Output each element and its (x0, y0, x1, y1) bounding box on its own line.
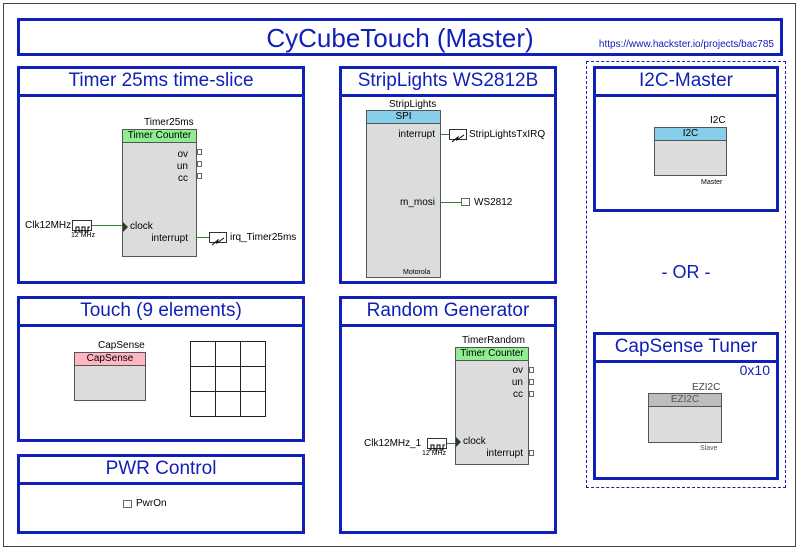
timer-clock-freq: 12 MHz (71, 232, 96, 239)
spi-pin-interrupt: interrupt (398, 129, 435, 140)
random-clock-wire (447, 443, 455, 444)
i2c-footer: Master (701, 179, 723, 186)
touch-cell (190, 341, 216, 367)
interrupt-icon[interactable] (209, 232, 227, 246)
spi-component[interactable]: SPI interrupt m_mosi Motorola (366, 110, 441, 278)
touch-cell (215, 341, 241, 367)
tuner-section-title: CapSense Tuner (596, 335, 776, 363)
strip-irq-wire (441, 134, 449, 135)
timer-pin-un: un (176, 161, 188, 172)
optional-group (586, 61, 786, 488)
random-cc-terminal[interactable] (529, 391, 534, 397)
capsense-component[interactable]: CapSense (74, 352, 146, 401)
page-title: CyCubeTouch (Master) (266, 23, 534, 53)
i2c-component-header: I2C (655, 128, 726, 141)
i2c-instance-name: I2C (710, 115, 726, 126)
timer-component-header: Timer Counter (123, 130, 196, 143)
timer-irq-wire (197, 237, 209, 238)
timer-section: Timer 25ms time-slice Timer25ms Timer Co… (17, 66, 305, 284)
clock-source-icon[interactable] (427, 438, 447, 451)
ezi2c-component[interactable]: EZI2C (648, 393, 722, 443)
i2c-section-title: I2C-Master (596, 69, 776, 97)
timer-pin-clock: clock (130, 221, 153, 232)
random-instance-name: TimerRandom (462, 335, 525, 346)
spi-component-header: SPI (367, 111, 440, 124)
timer-ov-terminal[interactable] (197, 149, 202, 155)
touch-cell (240, 366, 266, 392)
touch-section: Touch (9 elements) CapSense CapSense (17, 296, 305, 442)
random-pin-clock: clock (463, 436, 486, 447)
or-separator: - OR - (661, 262, 711, 282)
pwr-section-title: PWR Control (20, 457, 302, 485)
timer-section-title: Timer 25ms time-slice (20, 69, 302, 97)
tuner-address: 0x10 (739, 362, 770, 378)
random-section-title: Random Generator (342, 299, 554, 327)
pwr-pin-name: PwrOn (136, 498, 167, 509)
timer-pin-interrupt: interrupt (151, 233, 188, 244)
i2c-component[interactable]: I2C (654, 127, 727, 176)
tuner-footer: Slave (700, 445, 718, 452)
touch-cell (215, 366, 241, 392)
pin-icon[interactable] (123, 500, 132, 508)
ezi2c-component-header: EZI2C (649, 394, 721, 407)
timer-pin-ov: ov (177, 149, 188, 160)
i2c-section: I2C-Master I2C I2C Master (593, 66, 779, 212)
touch-cell (190, 366, 216, 392)
timer-cc-terminal[interactable] (197, 173, 202, 179)
random-clock-freq: 12 MHz (422, 450, 447, 457)
touch-cell (240, 341, 266, 367)
timer-clock-name: Clk12MHz (25, 220, 72, 231)
touch-matrix (190, 341, 266, 417)
random-component-header: Timer Counter (456, 348, 528, 361)
header-banner: CyCubeTouch (Master) https://www.hackste… (17, 18, 783, 56)
timer-pin-cc: cc (178, 173, 188, 184)
random-pin-interrupt: interrupt (486, 448, 523, 459)
timer-instance-name: Timer25ms (144, 117, 194, 128)
pwr-section: PWR Control PwrOn (17, 454, 305, 534)
timer-un-terminal[interactable] (197, 161, 202, 167)
timer-clock-wire (92, 225, 122, 226)
interrupt-icon[interactable] (449, 129, 467, 143)
touch-section-title: Touch (9 elements) (20, 299, 302, 327)
strip-mosi-wire (441, 202, 461, 203)
random-section: Random Generator TimerRandom Timer Count… (339, 296, 557, 534)
capsense-instance-name: CapSense (98, 340, 145, 351)
random-clock-name: Clk12MHz_1 (364, 438, 422, 449)
capsense-component-header: CapSense (75, 353, 145, 366)
clock-input-arrow (123, 222, 128, 232)
tuner-instance-name: EZI2C (692, 382, 721, 393)
strip-out-name: WS2812 (474, 197, 513, 208)
strip-irq-name: StripLightsTxIRQ (469, 129, 546, 140)
random-pin-cc: cc (513, 389, 523, 400)
strip-instance-name: StripLights (389, 99, 437, 110)
project-url[interactable]: https://www.hackster.io/projects/bac785 (598, 39, 774, 50)
random-ov-terminal[interactable] (529, 367, 534, 373)
spi-pin-mosi: m_mosi (399, 197, 435, 208)
random-timer-component[interactable]: Timer Counter ov un cc clock interrupt (455, 347, 529, 465)
touch-cell (190, 391, 216, 417)
random-pin-un: un (511, 377, 523, 388)
random-un-terminal[interactable] (529, 379, 534, 385)
strip-section: StripLights WS2812B StripLights SPI inte… (339, 66, 557, 284)
clock-source-icon[interactable] (72, 220, 92, 233)
random-irq-terminal[interactable] (529, 450, 534, 456)
touch-cell (215, 391, 241, 417)
timer-component[interactable]: Timer Counter ov un cc clock interrupt (122, 129, 197, 257)
touch-cell (240, 391, 266, 417)
timer-irq-name: irq_Timer25ms (230, 232, 297, 243)
output-pin-icon[interactable] (461, 198, 470, 206)
tuner-section: CapSense Tuner 0x10 EZI2C EZI2C Slave (593, 332, 779, 480)
strip-section-title: StripLights WS2812B (342, 69, 554, 97)
clock-input-arrow (456, 437, 461, 447)
random-pin-ov: ov (512, 365, 523, 376)
spi-footer: Motorola (403, 269, 431, 276)
